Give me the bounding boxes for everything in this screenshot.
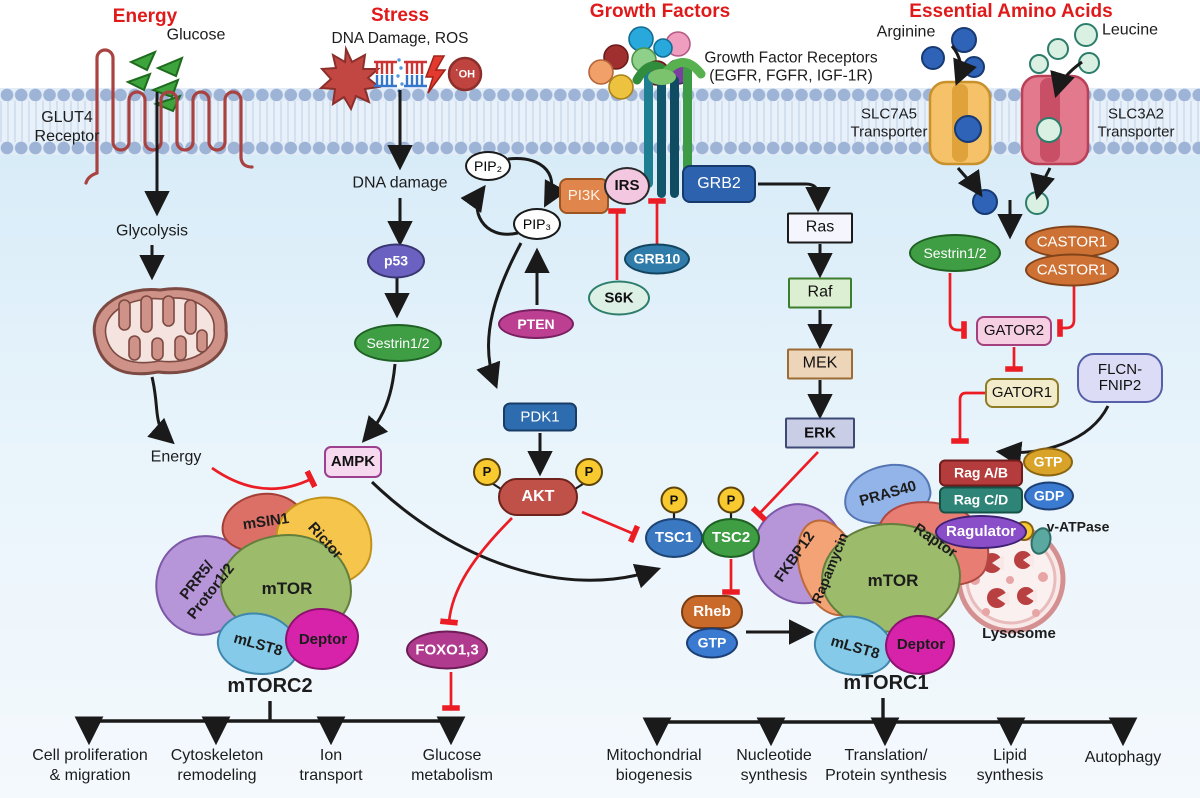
node-tsc2: TSC2 — [702, 518, 760, 558]
node-raf: Raf — [788, 277, 852, 309]
node-castor1-bottom: CASTOR1 — [1025, 253, 1119, 287]
node-gator2: GATOR2 — [976, 316, 1052, 346]
arrow-arginine-out — [956, 167, 983, 198]
header-energy: Energy — [112, 5, 178, 27]
arrow-leucine-out — [1030, 167, 1056, 201]
node-pi3k: PI3K — [559, 178, 609, 214]
slc7a5-label: SLC7A5 Transporter — [850, 105, 928, 140]
output-lipid-synthesis: Lipid synthesis — [976, 747, 1044, 784]
node-grb2: GRB2 — [682, 165, 756, 203]
arginine-label: Arginine — [876, 23, 936, 41]
node-erk: ERK — [785, 417, 855, 449]
output-cytoskeleton: Cytoskeleton remodeling — [170, 747, 264, 784]
node-rheb-gtp: GTP — [686, 627, 738, 659]
phosphate-tsc1: P — [660, 486, 688, 514]
hydroxyl-radical-label: ˙OH — [454, 68, 476, 81]
node-grb10: GRB10 — [624, 243, 690, 275]
node-gator1: GATOR1 — [985, 378, 1059, 408]
output-translation: Translation/ Protein synthesis — [825, 747, 947, 784]
mitochondrion-icon — [92, 287, 228, 376]
v-atpase-label: v-ATPase — [1046, 518, 1110, 535]
node-rag-gdp: GDP — [1024, 481, 1074, 511]
node-pten: PTEN — [498, 309, 574, 339]
arrow-pip2-pip3 — [507, 157, 568, 208]
arrow-mitochondria-energy — [147, 376, 175, 445]
node-sestrin-right: Sestrin1/2 — [909, 234, 1001, 272]
inhibit-sestrin-gator2 — [948, 273, 967, 339]
glucose-label: Glucose — [166, 26, 226, 44]
node-s6k: S6K — [588, 280, 650, 316]
node-tsc1: TSC1 — [645, 518, 703, 558]
node-rheb: Rheb — [681, 595, 743, 629]
node-sestrin-left: Sestrin1/2 — [354, 324, 442, 362]
energy-label: Energy — [150, 448, 202, 466]
leucine-label: Leucine — [1101, 21, 1159, 39]
membrane-outer-leaflet — [0, 88, 1200, 102]
deptor-mtorc1-label: Deptor — [896, 636, 946, 654]
node-akt: AKT — [498, 478, 578, 516]
membrane-inner-leaflet — [0, 141, 1200, 155]
membrane-lipid-tails — [0, 101, 1200, 142]
gf-receptors-label: Growth Factor Receptors (EGFR, FGFR, IGF… — [704, 49, 878, 85]
node-flcn-fnip2: FLCN- FNIP2 — [1077, 353, 1163, 403]
mtor1-label: mTOR — [867, 570, 919, 590]
node-ampk: AMPK — [324, 446, 382, 478]
phosphate-tsc2: P — [717, 486, 745, 514]
node-pip3: PIP₃ — [513, 208, 561, 240]
inhibit-castor1-gator2 — [1057, 286, 1076, 337]
dna-damage-label: DNA damage — [352, 174, 448, 192]
node-rag-cd: Rag C/D — [939, 486, 1023, 514]
mtorc2-deptor-blob — [285, 608, 359, 670]
mtorc1-deptor-blob — [885, 615, 955, 675]
node-p53: p53 — [367, 243, 425, 279]
header-essential-amino-acids: Essential Amino Acids — [909, 0, 1113, 22]
output-mitochondrial-biogenesis: Mitochondrial biogenesis — [606, 747, 702, 784]
plasma-membrane — [0, 88, 1200, 155]
mtorc1-label: mTORC1 — [843, 672, 929, 695]
dna-damage-ros-label: DNA Damage, ROS — [331, 29, 469, 47]
arrow-arginine-in — [950, 45, 977, 86]
arrow-pip3-pip2 — [460, 184, 519, 236]
output-cell-proliferation: Cell proliferation & migration — [32, 747, 148, 784]
arrow-grb2-ras — [758, 182, 831, 213]
inhibit-gator1-rag — [951, 391, 985, 444]
mtor2-label: mTOR — [261, 578, 313, 598]
node-foxo: FOXO1,3 — [406, 630, 488, 670]
output-nucleotide-synthesis: Nucleotide synthesis — [736, 747, 812, 784]
node-pip2: PIP₂ — [465, 151, 511, 181]
node-pdk1: PDK1 — [503, 402, 577, 432]
header-stress: Stress — [370, 4, 430, 26]
node-ras: Ras — [787, 212, 853, 244]
output-autophagy: Autophagy — [1084, 749, 1162, 766]
deptor-mtorc2-label: Deptor — [298, 631, 348, 649]
inhibit-akt-tsc1 — [581, 510, 641, 544]
arrow-flcn-rag — [995, 405, 1110, 467]
node-mek: MEK — [787, 348, 853, 380]
header-growth-factors: Growth Factors — [589, 0, 731, 22]
mtorc2-label: mTORC2 — [227, 675, 313, 698]
glut4-label: GLUT4 Receptor — [34, 109, 100, 145]
slc3a2-label: SLC3A2 Transporter — [1097, 105, 1175, 140]
node-rag-gtp: GTP — [1023, 447, 1073, 477]
glycolysis-label: Glycolysis — [115, 222, 189, 240]
lysosome-label: Lysosome — [982, 625, 1056, 643]
output-glucose-metabolism: Glucose metabolism — [411, 747, 493, 784]
output-ion-transport: Ion transport — [299, 747, 363, 784]
phosphate-akt-right: P — [575, 458, 603, 486]
inhibit-energy-ampk — [211, 466, 318, 491]
node-rag-ab: Rag A/B — [939, 459, 1023, 487]
node-ragulator: Ragulator — [935, 515, 1027, 549]
phosphate-akt-left: P — [473, 458, 501, 486]
arrow-sestrin-ampk — [361, 363, 397, 443]
node-irs: IRS — [604, 167, 650, 205]
inhibit-akt-foxo — [440, 517, 513, 626]
